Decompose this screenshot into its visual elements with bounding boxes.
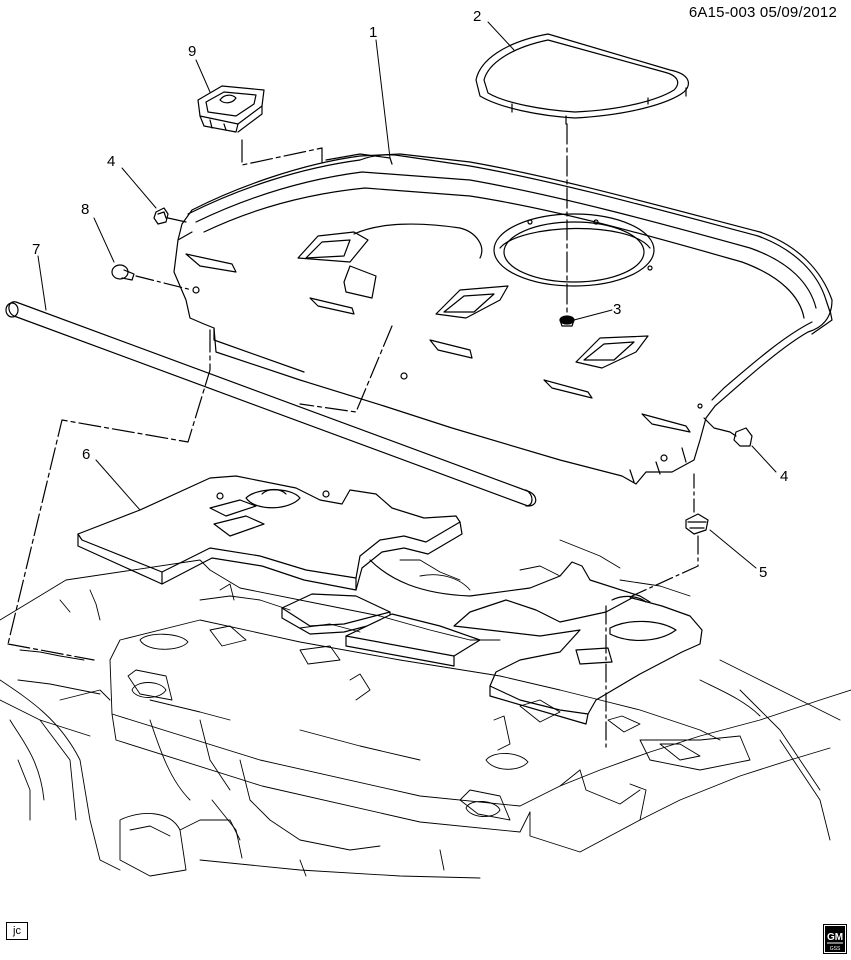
callout-numbers: 1 2 3 4 4 5 6 7 8 9 [32,8,788,581]
callout-4-left: 4 [107,153,115,170]
leader-lines [7,325,393,661]
callout-6: 6 [82,446,90,463]
part-9-latch-switch [197,85,265,133]
callout-8: 8 [81,201,89,218]
vehicle-body-structure [0,539,851,879]
part-5-retainer [605,473,709,751]
part-4-clip-right [703,417,753,447]
callout-7: 7 [32,241,40,258]
callout-leaders [37,21,777,569]
part-4-clip-left [153,207,187,225]
callout-2: 2 [473,8,481,25]
callout-9: 9 [188,43,196,60]
author-initials-box: jc [6,922,28,940]
diagram-code: 6A15-003 05/09/2012 [688,4,837,21]
part-7-seal-strip [5,301,537,507]
gm-logo-icon: GM GSS [823,924,847,954]
callout-4-right: 4 [780,468,788,485]
callout-5: 5 [759,564,767,581]
part-6-insulator [77,475,703,725]
part-8-push-pin [111,264,193,291]
part-2-speaker-cover [475,33,689,125]
callout-3: 3 [613,301,621,318]
part-3-retainer [559,123,575,327]
logo-text-bottom: GSS [830,946,841,952]
callout-1: 1 [369,24,377,41]
logo-text-top: GM [827,932,843,943]
